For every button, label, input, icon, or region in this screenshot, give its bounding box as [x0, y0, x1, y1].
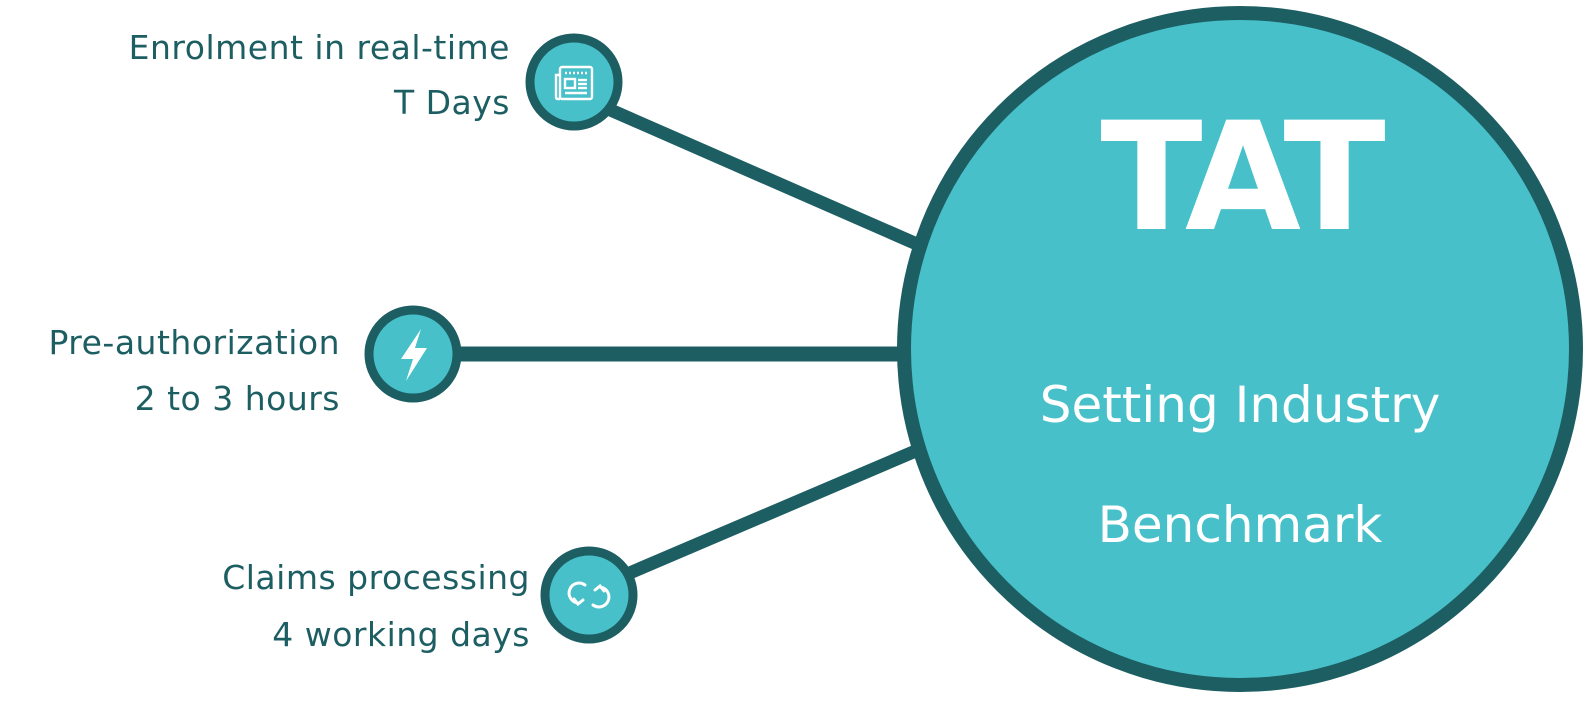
preauth-detail: 2 to 3 hours [134, 379, 340, 419]
hub-subtitle-line2: Benchmark [1097, 496, 1383, 554]
newspaper-icon [554, 65, 594, 101]
hub-subtitle-line1: Setting Industry [1039, 376, 1441, 434]
label-preauth: Pre-authorization 2 to 3 hours [48, 315, 340, 427]
enrolment-detail: T Days [393, 83, 510, 123]
preauth-title: Pre-authorization [48, 323, 340, 362]
node-claims [540, 546, 638, 644]
node-enrolment [525, 33, 623, 131]
claims-detail: 4 working days [272, 614, 530, 654]
hub-title: TAT [1100, 91, 1385, 265]
claims-title: Claims processing [222, 558, 530, 597]
connector-enrolment [603, 102, 938, 258]
label-enrolment: Enrolment in real-time T Days [129, 20, 510, 130]
label-claims: Claims processing 4 working days [222, 550, 530, 664]
enrolment-title: Enrolment in real-time [128, 28, 510, 67]
node-preauth [364, 305, 462, 403]
connector-claims [622, 441, 928, 581]
refresh-cycle-icon [567, 581, 611, 609]
hub-circle [897, 6, 1583, 692]
lightning-bolt-icon [401, 329, 427, 381]
